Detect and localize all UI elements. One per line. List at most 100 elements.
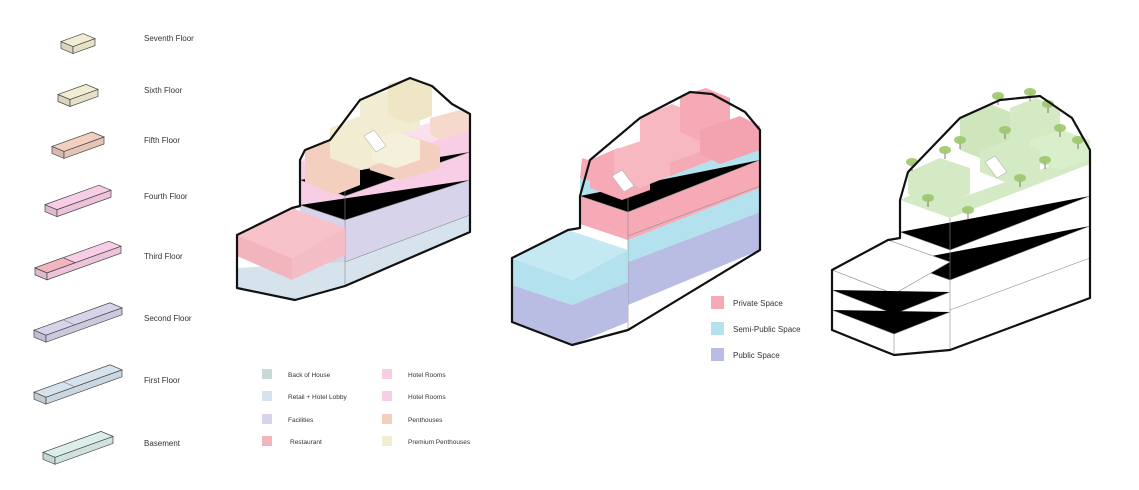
penthouse-block: [430, 110, 470, 140]
floor-label: Fifth Floor: [144, 136, 180, 145]
legend-swatch: [711, 322, 724, 335]
program-legend-item: Retail + Hotel Lobby: [262, 391, 347, 401]
legend-swatch: [382, 391, 392, 401]
program-legend-item: Facilities: [262, 414, 314, 424]
space-legend-item: Private Space: [711, 296, 783, 309]
stair-icon: [363, 129, 387, 153]
private-roof-block: [614, 140, 670, 188]
legend-label: Semi-Public Space: [733, 325, 801, 334]
space-legend-item: Semi-Public Space: [711, 322, 801, 335]
tower-private-mid: [580, 160, 760, 236]
podium-semi-public-front: [512, 258, 572, 305]
floor-label: Second Floor: [144, 314, 192, 323]
floor-1: Seventh Floor: [60, 33, 194, 55]
floor-3: Fifth Floor: [51, 131, 180, 159]
floor-line: [627, 185, 761, 237]
model-outline: [830, 94, 1092, 357]
floor-line: [831, 309, 951, 335]
podium-public-side: [572, 282, 628, 345]
floor-label: First Floor: [144, 376, 180, 385]
legend-swatch: [382, 414, 392, 424]
legend-label: Back of House: [288, 372, 331, 379]
legend-label: Hotel Rooms: [408, 394, 446, 401]
floor-4: Fourth Floor: [44, 184, 188, 218]
podium-restaurant-front: [237, 235, 292, 280]
legend-swatch: [262, 391, 272, 401]
tower-semi-public: [628, 188, 760, 262]
floor-slab-top: [44, 184, 112, 211]
floor-label: Basement: [144, 439, 181, 448]
stair-icon: [611, 169, 635, 193]
tree-group: [906, 88, 1084, 219]
program-legend-item: Hotel Rooms: [382, 369, 446, 379]
legend-swatch: [262, 436, 272, 446]
tree-icon: [1054, 124, 1066, 137]
tree-canopy: [1054, 124, 1066, 132]
private-roof-block: [700, 116, 760, 164]
green-roof-axonometric-model: [830, 88, 1092, 357]
tree-icon: [1042, 100, 1054, 113]
premium-penthouse-block: [388, 78, 432, 124]
floor-slab-top: [42, 431, 114, 458]
podium-public-front: [512, 285, 572, 345]
floor-5: Third Floor: [34, 240, 183, 281]
stair-icon: [984, 155, 1008, 179]
tree-canopy: [939, 146, 951, 154]
green-roof-terrace: [908, 158, 970, 206]
tree-canopy: [1072, 136, 1084, 144]
tree-canopy: [999, 126, 1011, 134]
floor-slab-top: [33, 364, 123, 398]
legend-label: Penthouses: [408, 417, 443, 424]
tree-canopy: [954, 136, 966, 144]
tree-icon: [1014, 174, 1026, 187]
legend-label: Private Space: [733, 299, 783, 308]
tree-canopy: [1024, 88, 1036, 96]
floor-slab-top: [51, 131, 105, 152]
premium-penthouse-block: [372, 132, 420, 168]
floor-slab-top: [33, 302, 123, 336]
floor-divider: [62, 319, 75, 326]
tree-icon: [999, 126, 1011, 139]
legend-label: Hotel Rooms: [408, 372, 446, 379]
program-axonometric-model: [235, 76, 472, 302]
model-outline: [510, 90, 762, 347]
podium-semi-public-top: [512, 230, 628, 280]
floor-label: Seventh Floor: [144, 34, 194, 43]
tree-canopy: [922, 194, 934, 202]
tower-public-space: [628, 212, 760, 305]
program-legend-item: Penthouses: [382, 414, 443, 424]
floor-line: [344, 214, 471, 263]
floor-slab-top: [57, 84, 99, 100]
tree-canopy: [1042, 100, 1054, 108]
tree-canopy: [962, 206, 974, 214]
legend-swatch: [382, 369, 392, 379]
legend-label: Facilities: [288, 417, 314, 424]
tree-icon: [1072, 136, 1084, 149]
podium-semi-public-side: [572, 250, 628, 305]
floor-7: First Floor: [33, 364, 180, 405]
podium-restaurant-side: [292, 228, 345, 280]
floor-2: Sixth Floor: [57, 84, 183, 108]
podium-restaurant-top: [237, 208, 345, 258]
floor-8: Basement: [42, 431, 181, 465]
tree-icon: [939, 146, 951, 159]
legend-label: Retail + Hotel Lobby: [288, 394, 347, 401]
legend-swatch: [262, 414, 272, 424]
program-legend-item: Back of House: [262, 369, 331, 379]
legend-swatch: [382, 436, 392, 446]
space-legend-item: Public Space: [711, 348, 780, 361]
legend-swatch: [711, 296, 724, 309]
tree-icon: [962, 206, 974, 219]
tree-icon: [922, 194, 934, 207]
tree-canopy: [992, 92, 1004, 100]
floor-line: [949, 257, 1091, 311]
tree-canopy: [1039, 156, 1051, 164]
legend-swatch: [262, 369, 272, 379]
tree-canopy: [1014, 174, 1026, 182]
floor-slab-top: [60, 33, 96, 47]
restaurant-slab: [34, 257, 77, 274]
